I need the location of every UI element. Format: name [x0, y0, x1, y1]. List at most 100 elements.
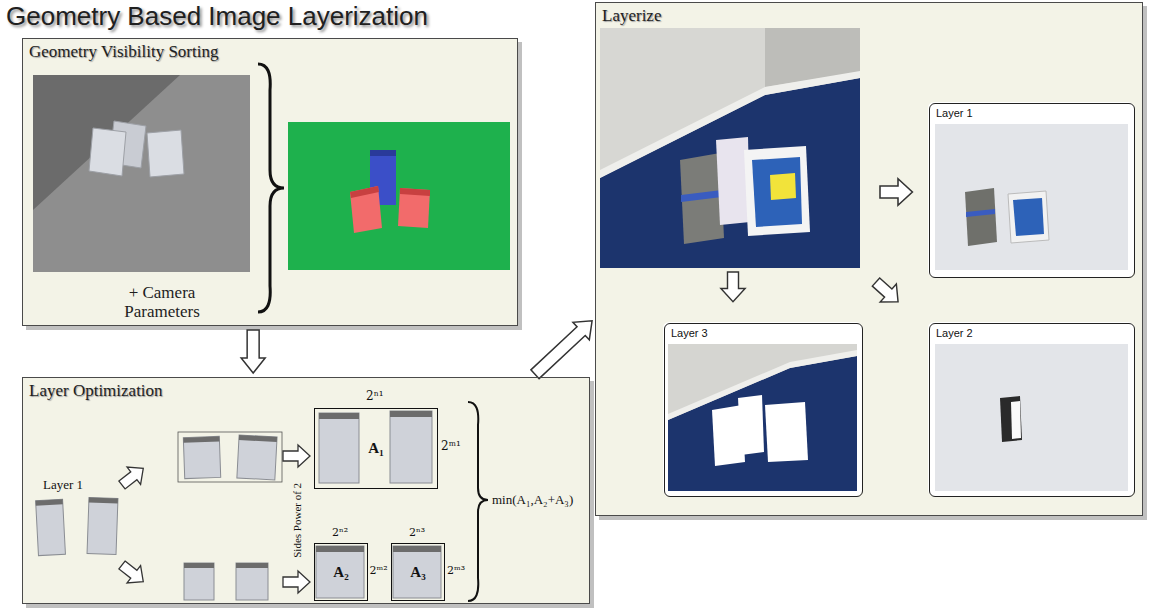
layer-ground: [928, 322, 1134, 496]
proxy-card: [89, 128, 126, 176]
layer-heading: Layer 2: [930, 324, 1134, 343]
area-box: A₃: [391, 543, 445, 601]
layer-card-top: [319, 413, 359, 419]
diagram-title: Geometry Based Image Layerization: [6, 2, 428, 32]
stage-panel: Layer OptimizationA₁ A₂ A₃: [22, 377, 590, 604]
layer-book: [965, 188, 997, 246]
photo-wall: [600, 28, 860, 268]
layer-card: [316, 546, 364, 598]
layer-heading: Layer 3: [665, 324, 862, 343]
layer-card: [236, 563, 268, 600]
layer-card: [36, 499, 66, 555]
photo-book: [744, 146, 810, 236]
panel-heading: Geometry Visibility Sorting: [23, 39, 517, 65]
layer-card: [183, 436, 220, 478]
id-box-top: [370, 150, 396, 156]
layer-book: [1000, 396, 1022, 442]
layer-card: [237, 435, 277, 480]
layer-card-top: [89, 498, 118, 504]
layer-book-cover: [1013, 198, 1044, 236]
layer-label: Layer 1: [43, 478, 83, 493]
layer-book-stripe: [966, 209, 995, 217]
layer-arrow: [880, 179, 912, 205]
geometry-render: [33, 75, 250, 272]
layer-card: [319, 413, 359, 483]
side-note: Sides Power of 2: [291, 482, 304, 557]
split-arrow: [115, 556, 150, 590]
layer-card-top: [393, 546, 441, 552]
layer-book-part: [1011, 401, 1021, 439]
layer-card: [184, 563, 214, 600]
pack-arrow: [283, 571, 310, 593]
photo-book-cover: [752, 157, 802, 227]
layer-book: [1008, 191, 1049, 243]
layer-card-top: [316, 546, 364, 552]
panel-ground: [22, 377, 590, 604]
layer-box: Layer 2: [929, 323, 1135, 497]
layer-arrow: [721, 272, 745, 302]
cost-formula-holder: min(A₁,A₂+A₃): [492, 493, 573, 508]
layer-image: [935, 124, 1128, 270]
id-box-top: [350, 186, 379, 198]
area-box: A₁: [314, 408, 438, 489]
id-box: [398, 188, 430, 228]
dimension-label: 2ⁿ²: [332, 527, 348, 540]
layer-box: Layer 1: [929, 103, 1135, 278]
pack-arrow: [283, 445, 310, 467]
panel-ground: [595, 2, 1143, 516]
dimension-label-holder: 2ⁿ³: [409, 527, 425, 540]
layer-ground: [663, 322, 862, 496]
layer-card-top: [36, 499, 63, 505]
layer-ground: [928, 102, 1134, 277]
area-label: A₂: [333, 564, 348, 581]
cost-formula: min(A₁,A₂+A₃): [492, 493, 573, 508]
dimension-label: 2ⁿ³: [409, 527, 425, 540]
hole-card: [765, 402, 808, 462]
dimension-label-holder: 2ᵐ¹: [441, 440, 461, 454]
layer-card-top: [183, 436, 219, 442]
side-note-holder: Sides Power of 2: [291, 482, 304, 557]
dimension-label: 2ᵐ¹: [441, 440, 461, 454]
panel-ground: [22, 38, 518, 326]
panel-note: + Camera Parameters: [91, 283, 233, 322]
id-box-top: [400, 188, 430, 196]
split-arrow: [115, 460, 150, 494]
layer-card-top: [239, 435, 277, 442]
photo-book-stripe: [681, 190, 722, 202]
layer-card-top: [184, 563, 214, 568]
group-frame: [178, 432, 282, 482]
layer-arrow: [868, 273, 906, 311]
panel-heading: Layer Optimization: [23, 378, 589, 404]
hole-card: [738, 395, 764, 455]
area-label: A₃: [410, 564, 425, 581]
dimension-label: 2ᵐ³: [447, 565, 465, 578]
layer-label-holder: Layer 1: [43, 478, 83, 493]
layer-box: Layer 3: [664, 323, 863, 497]
stage-panel: LayerizeLayer 1 Layer 3 Layer 2: [595, 2, 1143, 516]
photo-book-logo: [770, 173, 796, 200]
layer-card-top: [236, 563, 268, 568]
layer-card-top: [390, 411, 432, 417]
id-box: [350, 186, 382, 233]
panel-heading: Layerize: [596, 3, 1142, 29]
dimension-label: 2ⁿ¹: [366, 390, 384, 404]
flow-arrow: [531, 321, 592, 379]
area-box: A₂: [314, 543, 368, 601]
brace: [258, 64, 284, 312]
layer-heading: Layer 1: [930, 104, 1134, 123]
area-label: A₁: [368, 440, 383, 457]
dimension-label-holder: 2ⁿ²: [332, 527, 348, 540]
layer-card: [393, 546, 441, 598]
dimension-label-holder: 2ᵐ³: [447, 565, 465, 578]
layer-card: [390, 411, 432, 483]
stage-panel: Geometry Visibility Sorting + Camera Para…: [22, 38, 518, 326]
dimension-label-holder: 2ᵐ²: [370, 565, 388, 578]
layer-image: [935, 344, 1128, 491]
dimension-label: 2ᵐ²: [370, 565, 388, 578]
proxy-card: [147, 130, 184, 177]
layer-image: [668, 344, 857, 491]
